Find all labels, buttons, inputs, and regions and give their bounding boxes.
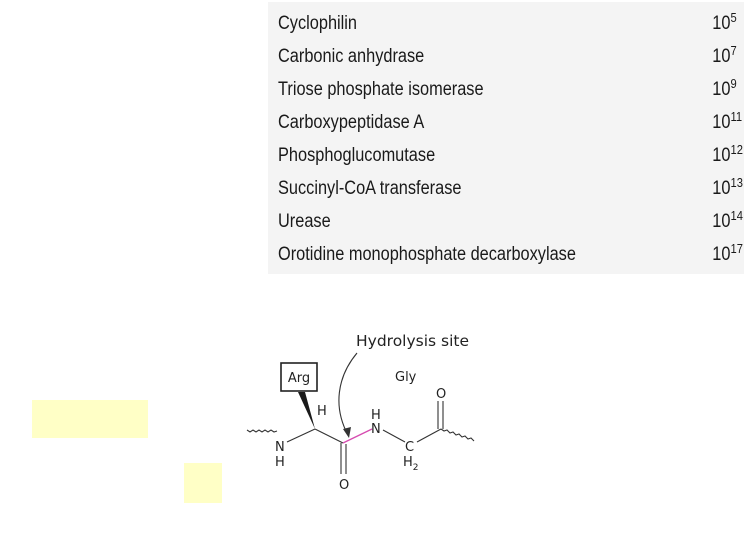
rate-enhancement: 105 <box>712 8 736 40</box>
rate-enhancement: 1017 <box>712 239 743 271</box>
rate-enhancement: 1011 <box>712 107 742 139</box>
enzyme-name: Urease <box>278 211 331 232</box>
amide-h-right: H <box>371 408 381 423</box>
bond-ch2-carbonyl <box>416 428 442 443</box>
rate-base: 10 <box>712 244 731 265</box>
hydrolysis-arrowhead <box>343 427 351 438</box>
rate-exponent: 9 <box>730 76 737 91</box>
rate-base: 10 <box>712 79 731 100</box>
enzyme-name: Succinyl-CoA transferase <box>278 178 462 199</box>
rate-base: 10 <box>712 112 731 133</box>
rate-base: 10 <box>712 145 731 166</box>
highlight-box <box>32 400 148 438</box>
enzyme-name: Orotidine monophosphate decarboxylase <box>278 244 576 265</box>
bond-n-calpha <box>286 428 316 443</box>
rate-exponent: 7 <box>730 43 737 58</box>
carbonyl-oxygen-top: O <box>436 387 446 402</box>
highlight-box-small <box>184 463 222 503</box>
alpha-hydrogen: H <box>317 404 327 419</box>
peptide-structure-diagram: Hydrolysis site Arg Gly H N H O H N C H2… <box>246 332 475 493</box>
rate-exponent: 11 <box>730 109 743 124</box>
carbonyl-oxygen-bottom: O <box>339 478 349 493</box>
hydrolysis-arrow <box>338 352 358 436</box>
rate-base: 10 <box>712 13 731 34</box>
rate-exponent: 17 <box>730 241 743 256</box>
enzyme-name: Carboxypeptidase A <box>278 112 425 133</box>
rate-base: 10 <box>712 178 731 199</box>
rate-exponent: 14 <box>730 208 743 223</box>
table-row: Urease 1014 <box>278 206 743 238</box>
rate-enhancement: 1012 <box>712 140 743 172</box>
gly-label: Gly <box>395 370 417 385</box>
table-row: Cyclophilin 105 <box>278 8 737 40</box>
ch2-subscript: 2 <box>413 463 419 473</box>
table-row: Phosphoglucomutase 1012 <box>278 140 743 172</box>
table-row: Orotidine monophosphate decarboxylase 10… <box>278 239 743 271</box>
table-row: Carbonic anhydrase 107 <box>278 41 737 73</box>
ch2-carbon: C <box>405 440 414 455</box>
ch2-h: H <box>403 455 413 470</box>
rate-exponent: 12 <box>730 142 743 157</box>
hydrolysis-site-label: Hydrolysis site <box>356 332 469 350</box>
rate-enhancement: 107 <box>712 41 736 73</box>
enzyme-rate-table: Cyclophilin 105 Carbonic anhydrase 107 T… <box>268 2 744 274</box>
amide-h-left: H <box>275 455 285 470</box>
rate-enhancement: 1014 <box>712 206 743 238</box>
rate-enhancement: 109 <box>712 74 736 106</box>
table-row: Carboxypeptidase A 1011 <box>278 107 742 139</box>
amide-n-left: N <box>275 440 285 455</box>
ch2-hydrogen: H2 <box>403 455 419 473</box>
bond-n-ch2 <box>382 429 406 443</box>
enzyme-name: Cyclophilin <box>278 13 358 34</box>
enzyme-name: Triose phosphate isomerase <box>278 79 484 100</box>
bond-calpha-c <box>314 428 344 444</box>
rate-base: 10 <box>712 211 731 232</box>
wavy-bond-right <box>440 428 475 442</box>
wavy-bond-left <box>246 429 278 433</box>
arg-box <box>280 362 318 392</box>
rate-exponent: 5 <box>730 10 737 25</box>
table-row: Succinyl-CoA transferase 1013 <box>278 173 743 205</box>
enzyme-name: Phosphoglucomutase <box>278 145 436 166</box>
rate-exponent: 13 <box>730 175 743 190</box>
rate-base: 10 <box>712 46 731 67</box>
rate-enhancement: 1013 <box>712 173 743 205</box>
table-row: Triose phosphate isomerase 109 <box>278 74 737 106</box>
arg-label: Arg <box>288 371 310 386</box>
scissile-bond <box>342 428 373 444</box>
enzyme-name: Carbonic anhydrase <box>278 46 425 67</box>
wedge-bond <box>298 392 315 429</box>
amide-n-right: N <box>371 422 381 437</box>
